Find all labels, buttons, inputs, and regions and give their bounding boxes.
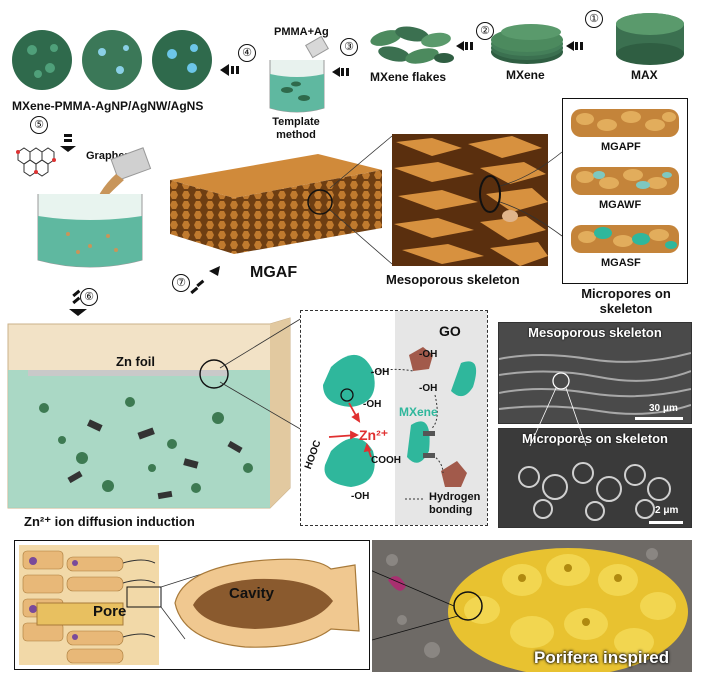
mxene-flakes [368,22,454,68]
mgasf-label: MGASF [601,257,641,269]
composite-spheres [8,24,218,94]
oh-label-4: -OH [419,383,438,394]
bio-illustration-panel: Pore Cavity [14,540,370,670]
mgapf-foam-sample [571,109,679,137]
mgaf-foam-shape [170,154,382,254]
cavity-label: Cavity [229,585,275,602]
porifera-photo-shape [372,540,692,672]
oh-label-3: -OH [419,349,438,360]
mxene-stack [488,22,566,66]
micropores-label: Micropores on skeleton [581,286,671,316]
zn-diffusion-label: Zn²⁺ ion diffusion induction [24,514,195,529]
mgaf-foam [168,150,384,256]
go-label: GO [439,323,461,339]
step-7-marker: ⑦ [172,274,190,292]
porifera-label: Porifera inspired [534,648,670,667]
micropores-panel: MGAPF MGAWF MGASF [562,98,688,284]
mxene-chem-label: MXene [399,405,438,419]
sem-micropores-texture [499,429,691,527]
graphene-sheet-shape [16,147,56,177]
mxene-flakes-label: MXene flakes [370,70,447,84]
max-block [612,10,688,66]
mxene-flakes-shape [370,26,454,64]
step-5-marker: ⑤ [30,116,48,134]
composite-label: MXene-PMMA-AgNP/AgNW/AgNS [12,99,204,113]
zn-foil-label: Zn foil [116,354,155,369]
chemistry-panel: GO -OH -OH -OH -OH -OH HOOC COOH Zn²⁺ MX… [300,310,488,526]
mgaf-label: MGAF [250,264,298,281]
zn-tank-shape [7,317,291,509]
sem-micropores-title: Micropores on skeleton [522,431,668,446]
composite-spheres-shape [12,30,212,90]
scale-30-label: 30 μm [649,403,678,414]
step-2-marker: ② [476,22,494,40]
pore-label: Pore [93,603,127,620]
cooh-label: COOH [371,455,401,466]
template-method-label: Template method [272,116,320,141]
hydrogen-bonding-label: Hydrogen bonding [429,491,481,516]
mxene-label: MXene [506,68,545,82]
sem-mesoporous-image: Mesoporous skeleton 30 μm [498,322,692,424]
chemistry-panel-shapes [323,311,487,525]
zn-tank [7,317,292,510]
template-beaker [262,35,332,114]
scale-2-label: 2 μm [655,505,679,516]
zn-ion-label: Zn²⁺ [359,427,389,443]
graphene-sheet [8,142,68,186]
mgasf-foam-sample [571,225,679,253]
oh-label-1: -OH [371,367,390,378]
mgawf-foam-sample [571,167,679,195]
sponge-illustration [19,545,360,665]
sem-mesoporous-texture [499,323,691,423]
mesoporous-closeup [392,134,548,266]
step-3-marker: ③ [340,38,358,56]
mgapf-label: MGAPF [601,141,641,153]
graphene-beaker [28,147,152,276]
graphene-beaker-shape [37,147,152,268]
porifera-photo: Porifera inspired [372,540,692,672]
mesoporous-closeup-shape [392,134,548,266]
mesoporous-label: Mesoporous skeleton [386,272,520,287]
step-6-marker: ⑥ [80,288,98,306]
step-4-marker: ④ [238,44,256,62]
pmma-ag-label: PMMA+Ag [274,26,329,38]
micropores-panel-shapes [571,109,679,253]
max-label: MAX [631,68,658,82]
template-beaker-shape [269,35,329,113]
oh-label-5: -OH [351,491,370,502]
oh-label-2: -OH [363,399,382,410]
mgawf-label: MGAWF [599,199,642,211]
max-block-shape [616,13,684,65]
mxene-stack-shape [491,24,563,64]
sem-mesoporous-title: Mesoporous skeleton [528,325,662,340]
step-1-marker: ① [585,10,603,28]
